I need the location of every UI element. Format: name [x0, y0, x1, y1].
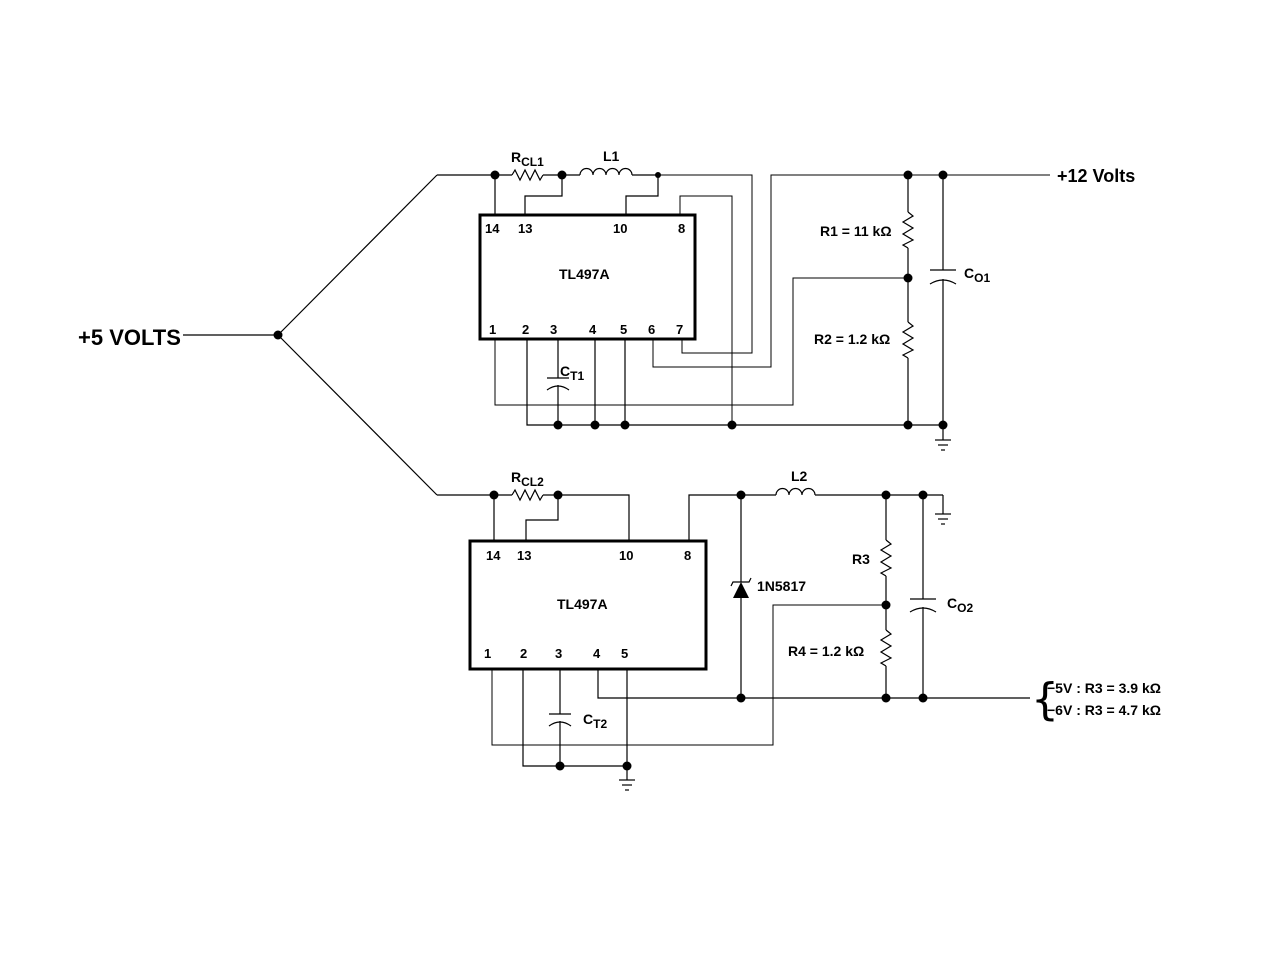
input-wiring	[183, 174, 438, 496]
l2-inductor	[775, 487, 816, 496]
ic2-name: TL497A	[557, 596, 608, 612]
ic2-pin-2: 2	[520, 646, 527, 661]
ic1-pin-14: 14	[485, 221, 500, 236]
output-brace: {	[1031, 674, 1059, 725]
ground-symbol-upper	[935, 425, 951, 451]
ic1-pin-7: 7	[676, 322, 683, 337]
l1-label: L1	[603, 148, 620, 164]
ground-symbol-lower-right	[935, 495, 951, 525]
output-option-minus-6v: −6V : R3 = 4.7 kΩ	[1047, 702, 1161, 718]
rcl2-resistor	[511, 488, 544, 502]
r4-label: R4 = 1.2 kΩ	[788, 643, 864, 659]
input-voltage-label: +5 VOLTS	[78, 325, 181, 350]
r4-resistor	[879, 629, 893, 667]
output-option-minus-5v: −5V : R3 = 3.9 kΩ	[1047, 680, 1161, 696]
rcl1-resistor	[511, 168, 544, 182]
rcl2-label: RCL2	[511, 469, 544, 489]
ground-symbol-lower	[619, 779, 635, 791]
r3-label: R3	[852, 551, 870, 567]
ic2-pin-13: 13	[517, 548, 531, 563]
ic2-pin-10: 10	[619, 548, 633, 563]
ic2-pin-5: 5	[621, 646, 628, 661]
l2-label: L2	[791, 468, 808, 484]
r2-label: R2 = 1.2 kΩ	[814, 331, 890, 347]
ic1-pin-5: 5	[620, 322, 627, 337]
lower-circuit	[437, 487, 1030, 791]
ic1-body	[478, 213, 697, 341]
ic1-pin-6: 6	[648, 322, 655, 337]
ic1-name: TL497A	[559, 266, 610, 282]
ic2-pin-14: 14	[486, 548, 501, 563]
ic1-pin-8: 8	[678, 221, 685, 236]
ic1-pin-2: 2	[522, 322, 529, 337]
l1-inductor	[579, 167, 633, 176]
co1-label: CO1	[964, 265, 990, 285]
ct2-label: CT2	[583, 711, 607, 731]
ic2-pin-3: 3	[555, 646, 562, 661]
r1-label: R1 = 11 kΩ	[820, 223, 892, 239]
ic2-body	[468, 539, 708, 671]
rcl1-label: RCL1	[511, 149, 544, 169]
ic1-pin-13: 13	[518, 221, 532, 236]
co2-label: CO2	[947, 595, 973, 615]
ic2-pin-8: 8	[684, 548, 691, 563]
output-positive-label: +12 Volts	[1057, 166, 1135, 186]
ic2-pin-1: 1	[484, 646, 491, 661]
r1-resistor	[901, 211, 915, 249]
ic1-pin-1: 1	[489, 322, 496, 337]
1n5817-schottky-diode	[730, 577, 752, 598]
ic1-pin-3: 3	[550, 322, 557, 337]
r3-resistor	[879, 539, 893, 577]
diode-label: 1N5817	[757, 578, 806, 594]
ic2-pin-4: 4	[593, 646, 601, 661]
ic1-pin-4: 4	[589, 322, 597, 337]
ct1-label: CT1	[560, 363, 584, 383]
ic1-pin-10: 10	[613, 221, 627, 236]
r2-resistor	[901, 321, 915, 359]
upper-circuit	[437, 167, 1050, 451]
